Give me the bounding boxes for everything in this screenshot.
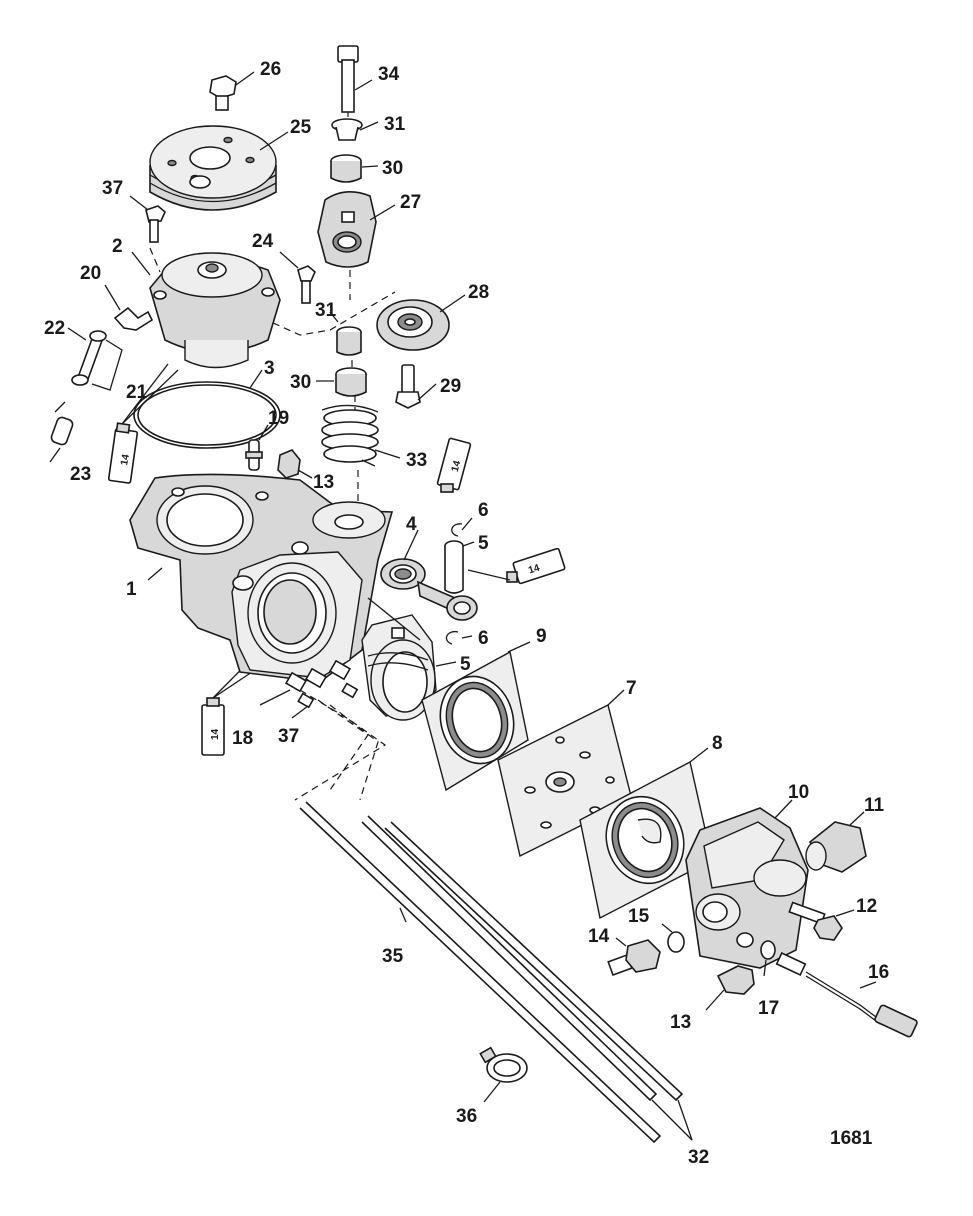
part-15-o-ring — [661, 923, 685, 953]
callout-5-piston: 5 — [460, 654, 471, 675]
part-14-sealant-tube-b: 14 — [436, 437, 472, 493]
callout-26: 26 — [260, 59, 281, 80]
part-26-hex-bolt — [209, 71, 255, 111]
part-24-bolt — [279, 251, 316, 304]
callout-31-top: 31 — [384, 114, 406, 135]
callout-10: 10 — [788, 782, 809, 803]
callout-15: 15 — [628, 906, 650, 927]
callout-13-upper: 13 — [313, 472, 334, 493]
tube-d-label: 14 — [210, 728, 221, 740]
part-4-connecting-rod — [380, 529, 478, 621]
part-13-lower-fitting — [705, 965, 755, 1011]
part-14-sealant-tube-c: 14 — [467, 547, 566, 585]
callout-33: 33 — [406, 450, 427, 471]
part-29-shoulder-bolt — [395, 364, 437, 409]
assembly-dashed-lines — [149, 110, 396, 801]
callout-2: 2 — [112, 236, 123, 257]
part-16-sensor — [775, 952, 918, 1038]
callout-37-top: 37 — [102, 178, 123, 199]
callout-4: 4 — [406, 514, 417, 535]
callout-29: 29 — [440, 376, 461, 397]
part-27-crank-arm — [317, 191, 396, 268]
figure-number: 1681 — [830, 1128, 873, 1149]
part-33-spring — [321, 404, 401, 467]
part-1-crankcase — [129, 473, 394, 683]
callout-36: 36 — [456, 1106, 477, 1127]
callout-21: 21 — [126, 382, 148, 403]
callout-5-pin: 5 — [478, 533, 489, 554]
callout-20: 20 — [80, 263, 101, 284]
callout-17: 17 — [758, 998, 779, 1019]
part-32-tubes — [361, 815, 693, 1141]
part-25-head-cover — [149, 125, 289, 211]
callout-8: 8 — [712, 733, 723, 754]
part-37-top-bolt — [129, 195, 166, 243]
part-5-piston-pin — [444, 540, 475, 594]
callout-25: 25 — [290, 117, 312, 138]
callout-13-lower: 13 — [670, 1012, 691, 1033]
callout-3: 3 — [264, 358, 275, 379]
callout-27: 27 — [400, 192, 421, 213]
callout-28: 28 — [468, 282, 489, 303]
callout-9: 9 — [536, 626, 547, 647]
part-6-lower-snap-ring — [445, 630, 473, 645]
part-14-sealant-tube-a: 14 — [107, 363, 179, 484]
part-30-top-sleeve — [330, 154, 379, 183]
part-5-piston — [361, 597, 457, 721]
callout-30-lower: 30 — [290, 372, 311, 393]
callout-35: 35 — [382, 946, 404, 967]
part-34-bolt — [337, 45, 373, 113]
part-35-long-tube — [299, 801, 662, 1144]
tube-a-label: 14 — [119, 453, 132, 466]
part-2-cylinder-head — [131, 251, 281, 369]
tube-c-label: 14 — [527, 562, 541, 576]
callout-30-top: 30 — [382, 158, 403, 179]
part-30-lower-sleeve — [316, 367, 367, 397]
part-10-end-cap — [685, 799, 809, 969]
part-37-lower-fittings — [291, 682, 359, 719]
callout-12: 12 — [856, 896, 877, 917]
callout-34: 34 — [378, 64, 400, 85]
part-20-elbow-fitting — [104, 284, 154, 331]
part-31-top-bushing — [331, 118, 379, 141]
callout-37-lower: 37 — [278, 726, 299, 747]
part-9-gasket — [421, 641, 531, 792]
callout-6-lower: 6 — [478, 628, 489, 649]
tube-b-label: 14 — [450, 459, 464, 473]
callout-18: 18 — [232, 728, 253, 749]
callout-19: 19 — [268, 408, 289, 429]
part-11-elbow — [805, 811, 867, 873]
callout-labels: 1 2 3 4 5 5 6 6 7 8 9 10 11 12 13 13 14 … — [44, 59, 889, 1168]
part-12-bolt — [788, 901, 855, 941]
part-3-o-ring — [133, 369, 281, 449]
part-21-hose-clamps — [71, 330, 123, 391]
callout-16: 16 — [868, 962, 889, 983]
part-36-hose-clamp — [479, 1046, 528, 1103]
callout-1: 1 — [126, 579, 137, 600]
part-23-check-valve — [49, 401, 74, 463]
part-6-upper-snap-ring — [451, 517, 473, 537]
callout-22: 22 — [44, 318, 65, 339]
callout-6-upper: 6 — [478, 500, 489, 521]
part-13-upper-fitting — [277, 449, 313, 479]
callout-14: 14 — [588, 926, 610, 947]
callout-31-lower: 31 — [315, 300, 337, 321]
part-18-fittings — [259, 659, 352, 706]
callout-11: 11 — [864, 795, 885, 816]
part-14-hex-plug — [607, 937, 661, 977]
part-28-bearing-wheel — [376, 294, 466, 351]
part-19-fitting — [245, 424, 269, 471]
callout-7: 7 — [626, 678, 637, 699]
callout-24: 24 — [252, 231, 274, 252]
part-17-o-ring — [760, 940, 776, 977]
callout-32: 32 — [688, 1147, 709, 1168]
callout-23: 23 — [70, 464, 91, 485]
part-31-lower-bushing — [329, 311, 362, 356]
